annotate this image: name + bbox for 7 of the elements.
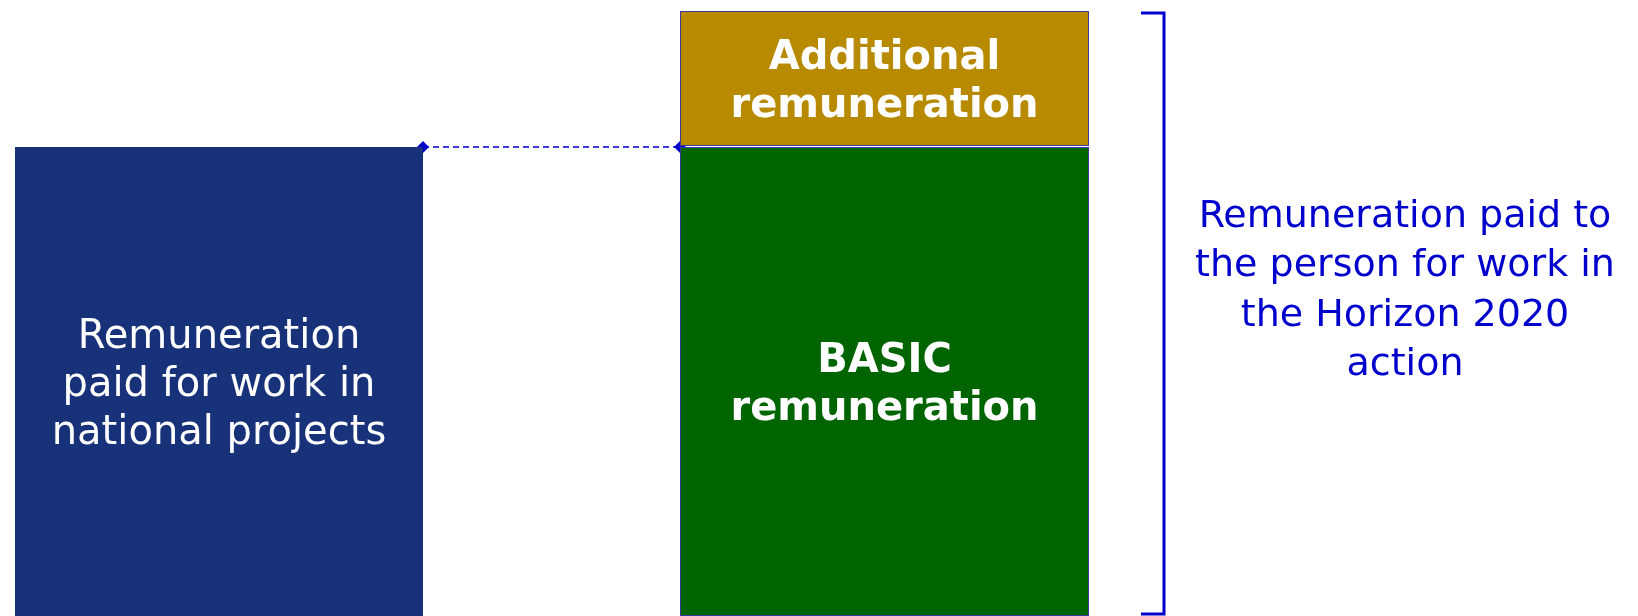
remuneration-bar (680, 11, 1089, 146)
remuneration-bar (680, 147, 1089, 616)
bar-label: Additional remuneration (729, 30, 1040, 127)
bar-label: BASIC remuneration (729, 333, 1040, 430)
bracket-label: Remuneration paid to the person for work in the Horizon 2020 action (1194, 191, 1616, 387)
bar-label: Remuneration paid for work in national projects (50, 309, 388, 454)
remuneration-bar (15, 147, 423, 616)
